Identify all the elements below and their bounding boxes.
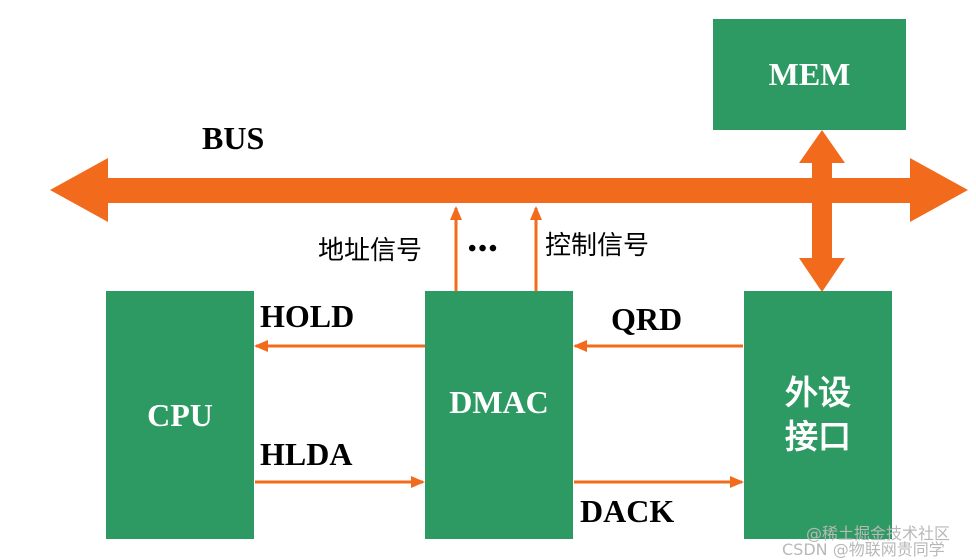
peripheral-label-line1: 外设 bbox=[785, 373, 851, 412]
dack-label: DACK bbox=[580, 493, 675, 529]
mem-label: MEM bbox=[768, 56, 851, 92]
control-signal-label: 控制信号 bbox=[545, 231, 650, 261]
hlda-label: HLDA bbox=[260, 436, 353, 472]
system-bus-arrow bbox=[50, 158, 968, 222]
cpu-block: CPU bbox=[106, 291, 254, 539]
bus-label: BUS bbox=[202, 120, 265, 156]
bus-peripheral-link-arrow bbox=[799, 203, 845, 292]
qrd-label: QRD bbox=[611, 301, 683, 337]
watermark-line2: CSDN @物联网贵同学 bbox=[782, 540, 945, 559]
cpu-label: CPU bbox=[147, 396, 213, 433]
address-signal-label: 地址信号 bbox=[318, 236, 423, 266]
hold-label: HOLD bbox=[260, 298, 355, 334]
dmac-label: DMAC bbox=[449, 383, 549, 420]
mem-block: MEM bbox=[713, 19, 906, 130]
ellipsis-label: ••• bbox=[468, 236, 500, 262]
dmac-block: DMAC bbox=[425, 291, 573, 539]
watermark-line1: @稀土掘金技术社区 bbox=[806, 524, 951, 543]
peripheral-interface-block: 外设 接口 bbox=[744, 291, 892, 539]
peripheral-label-line2: 接口 bbox=[785, 417, 851, 456]
mem-bus-link-arrow bbox=[799, 130, 845, 178]
